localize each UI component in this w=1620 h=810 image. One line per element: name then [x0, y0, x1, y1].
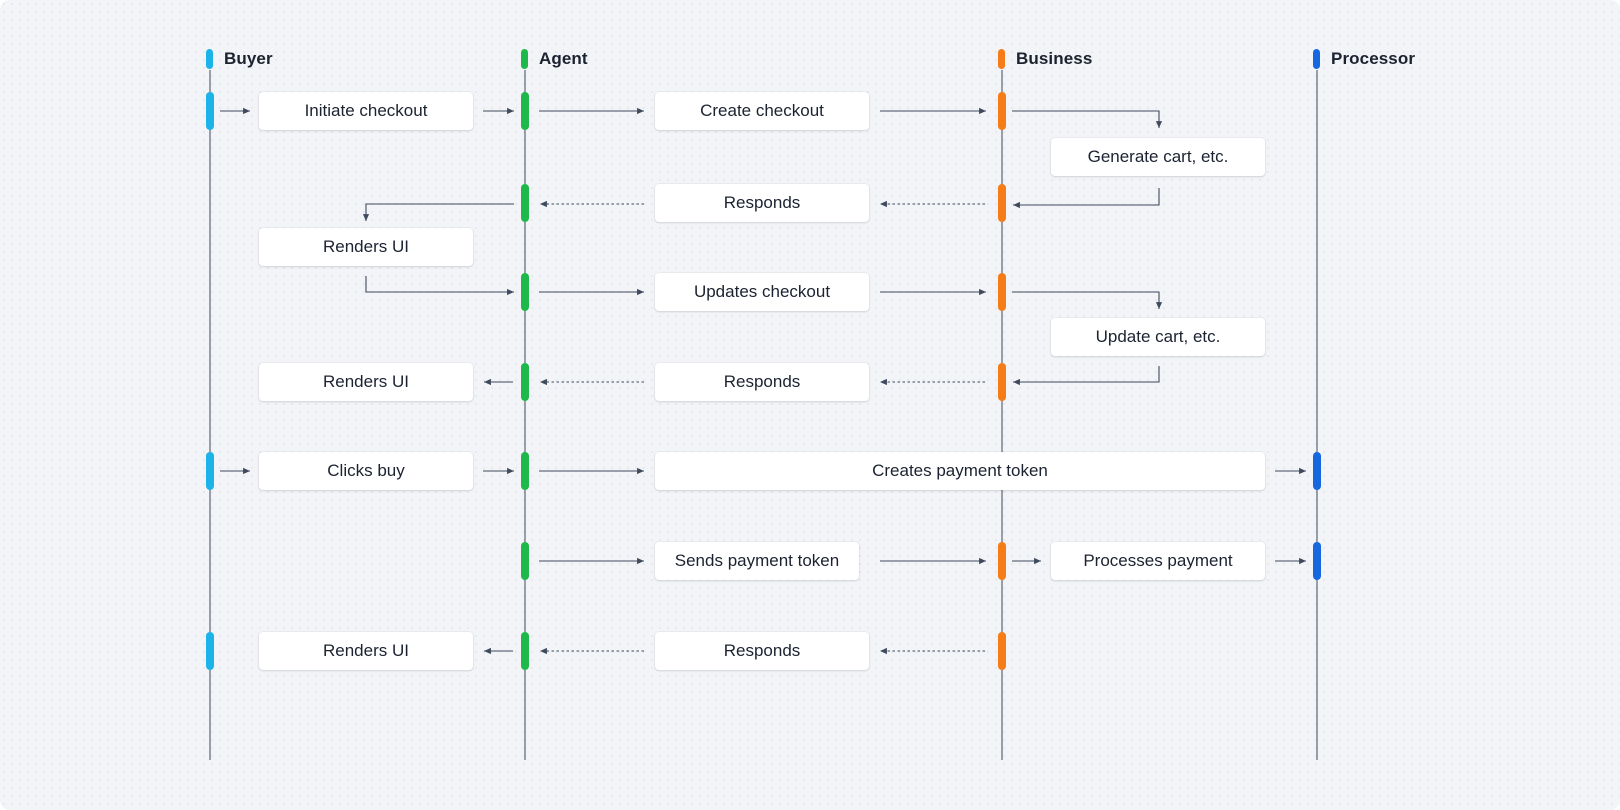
activation-business [998, 363, 1006, 401]
participant-buyer-label: Buyer [224, 49, 273, 68]
participant-processor-label: Processor [1331, 49, 1416, 68]
activation-processor [1313, 452, 1321, 490]
step-initiate-checkout: Initiate checkout [259, 92, 473, 130]
activation-business [998, 273, 1006, 311]
activation-buyer [206, 92, 214, 130]
activation-processor [1313, 542, 1321, 580]
arrow-update-cart-to-business [1013, 366, 1160, 386]
step-renders-ui: Renders UI [259, 228, 473, 266]
activation-business [998, 632, 1006, 670]
arrow-business-to-update-cart [1012, 291, 1163, 309]
step-updates-checkout: Updates checkout [655, 273, 869, 311]
arrow-renders-to-agent [365, 276, 514, 296]
activation-business [998, 92, 1006, 130]
activation-buyer [206, 632, 214, 670]
activation-agent [521, 273, 529, 311]
step-update-cart: Update cart, etc. [1051, 318, 1265, 356]
processor-marker [1313, 49, 1320, 69]
activation-agent [521, 632, 529, 670]
step-responds: Responds [655, 184, 869, 222]
step-responds: Responds [655, 363, 869, 401]
activation-agent [521, 452, 529, 490]
arrow-business-to-generate [1012, 110, 1163, 128]
step-responds: Responds [655, 632, 869, 670]
participant-agent-label: Agent [539, 49, 588, 68]
participant-processor: Processor [1313, 49, 1415, 69]
activation-business [998, 184, 1006, 222]
activation-agent [521, 363, 529, 401]
agent-marker [521, 49, 528, 69]
activation-agent [521, 92, 529, 130]
buyer-marker [206, 49, 213, 69]
activation-agent [521, 542, 529, 580]
business-marker [998, 49, 1005, 69]
step-generate-cart: Generate cart, etc. [1051, 138, 1265, 176]
activation-buyer [206, 452, 214, 490]
participant-business-label: Business [1016, 49, 1093, 68]
arrow-generate-to-business [1013, 188, 1160, 209]
step-create-checkout: Create checkout [655, 92, 869, 130]
activation-agent [521, 184, 529, 222]
participant-agent: Agent [521, 49, 588, 69]
activation-business [998, 542, 1006, 580]
step-sends-payment-token: Sends payment token [655, 542, 859, 580]
step-clicks-buy: Clicks buy [259, 452, 473, 490]
arrow-agent-to-renders [362, 203, 514, 221]
step-renders-ui: Renders UI [259, 632, 473, 670]
participant-buyer: Buyer [206, 49, 273, 69]
participant-business: Business [998, 49, 1092, 69]
step-creates-payment-token: Creates payment token [655, 452, 1265, 490]
step-renders-ui: Renders UI [259, 363, 473, 401]
step-processes-payment: Processes payment [1051, 542, 1265, 580]
